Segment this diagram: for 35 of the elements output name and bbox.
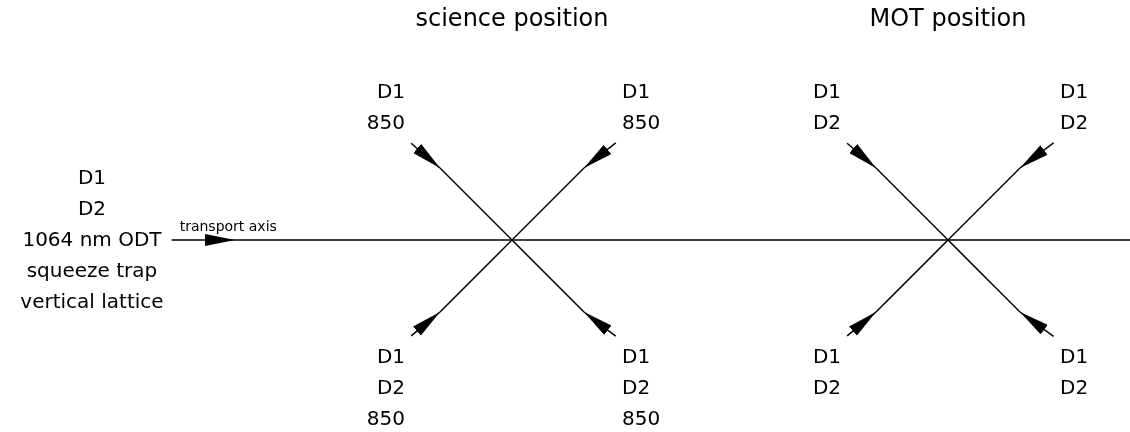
- beam-label: D2: [812, 374, 841, 401]
- beam-label: D1: [376, 343, 405, 370]
- position-heading: science position: [415, 4, 609, 32]
- beam-arrow: [846, 142, 877, 169]
- beam-arrow: [846, 311, 877, 337]
- beam-label: D2: [622, 374, 651, 401]
- beam-arrow: [583, 311, 617, 337]
- edge-label: transport axis: [179, 218, 277, 234]
- beam-label: 850: [622, 405, 661, 432]
- beam-arrow: [410, 142, 441, 169]
- beam-arrow: [583, 142, 617, 169]
- beam-arrow: [170, 234, 236, 246]
- position-heading: MOT position: [869, 4, 1027, 32]
- beam-arrow: [1019, 311, 1055, 338]
- beam-label: D1: [1060, 343, 1089, 370]
- beam-label: D2: [1060, 374, 1089, 401]
- beam-label: 850: [622, 109, 661, 136]
- beam-arrow: [410, 311, 441, 337]
- beam-label: D2: [77, 195, 107, 222]
- beam-label: D1: [812, 78, 841, 105]
- beam-label: vertical lattice: [20, 288, 164, 315]
- beam-label: 1064 nm ODT: [22, 226, 162, 253]
- beam-label: 850: [366, 405, 405, 432]
- beam-label: D1: [376, 78, 405, 105]
- beam-label: squeeze trap: [26, 257, 158, 284]
- beam-label: D1: [622, 343, 651, 370]
- beam-label: D1: [622, 78, 651, 105]
- beam-label: D2: [376, 374, 405, 401]
- beam-label: D2: [1060, 109, 1089, 136]
- beam-label: D1: [1060, 78, 1089, 105]
- beam-arrow: [1019, 142, 1055, 169]
- beam-label: 850: [366, 109, 405, 136]
- beam-label: D1: [77, 164, 107, 191]
- beam-label: D2: [812, 109, 841, 136]
- beam-label: D1: [812, 343, 841, 370]
